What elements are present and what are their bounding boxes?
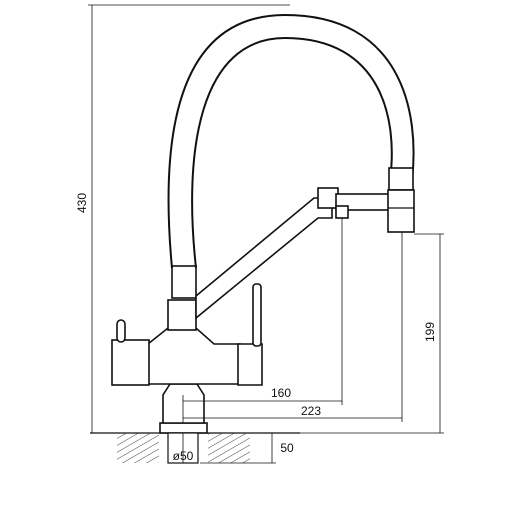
dimension-lines: [88, 4, 444, 464]
right-handle-housing: [237, 343, 263, 386]
filter-spout: [195, 187, 393, 320]
dim-label-430: 430: [75, 193, 89, 213]
left-handle-housing: [111, 339, 150, 386]
spray-body: [387, 189, 415, 233]
mounting-base: [159, 422, 208, 464]
countertop: [90, 432, 300, 463]
dim-label-50: 50: [280, 441, 294, 455]
hose-inner: [191, 36, 393, 269]
base-plate: [159, 422, 208, 434]
filter-spout-outlet: [335, 205, 349, 219]
hose-collar: [171, 265, 197, 299]
flexible-hose: [167, 13, 415, 269]
right-handle-stem: [252, 283, 262, 347]
spray-collar: [388, 167, 414, 191]
dim-label-160: 160: [271, 386, 291, 400]
body-column: [167, 299, 197, 331]
spray-head: [387, 167, 415, 233]
pedestal: [162, 383, 205, 424]
dim-label-199: 199: [423, 322, 437, 342]
dim-label-223: 223: [301, 404, 321, 418]
filter-spout-tube: [195, 197, 333, 320]
filter-spout-joint: [317, 187, 339, 209]
countertop-left-hatch: [117, 433, 159, 463]
faucet-body: [111, 265, 263, 424]
hose-outer: [167, 13, 415, 269]
dim-label-base-diameter: ø50: [173, 449, 194, 463]
central-body: [147, 327, 241, 385]
countertop-right-hatch: [208, 433, 250, 463]
left-handle-knob: [116, 319, 126, 343]
